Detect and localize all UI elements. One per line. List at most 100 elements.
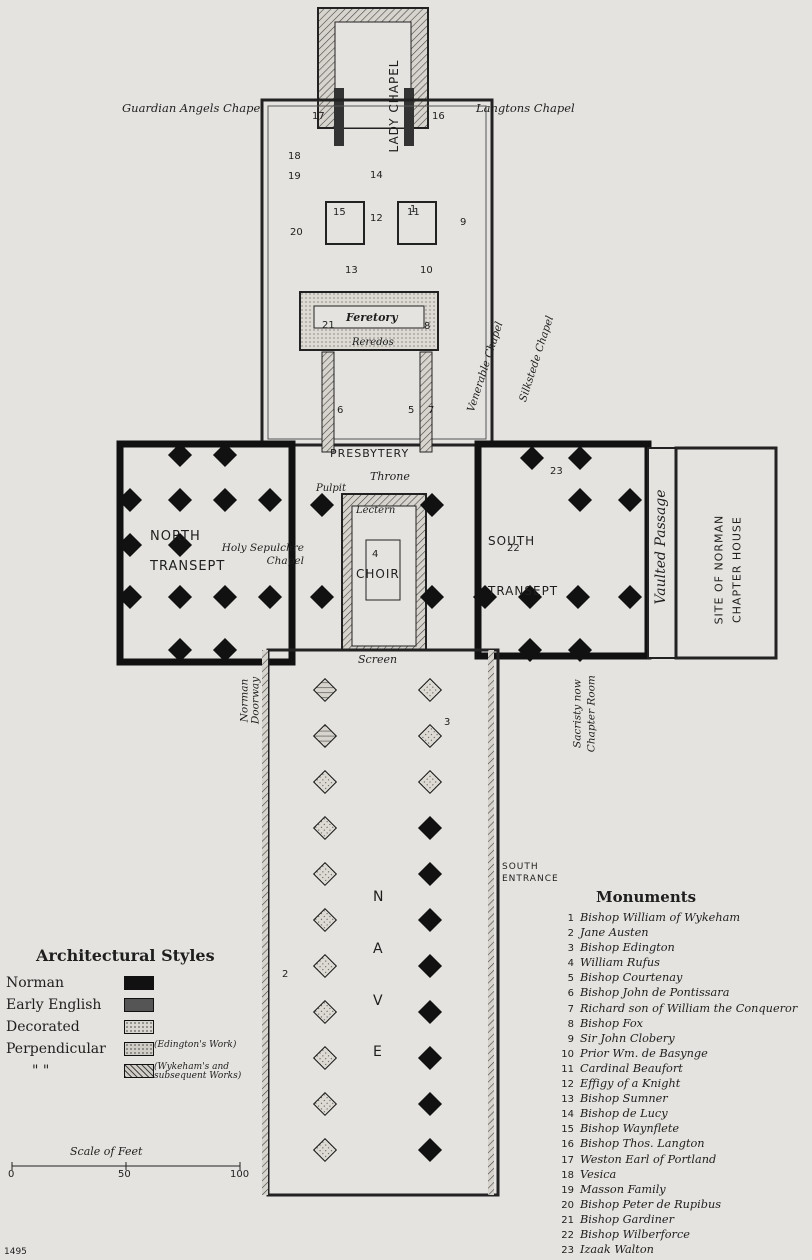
monument-number: 18: [561, 1169, 574, 1181]
pier: [617, 584, 643, 610]
pier: [472, 584, 498, 610]
pier: [419, 584, 445, 610]
legend-style-name: " ": [32, 1063, 50, 1079]
pier: [257, 584, 283, 610]
monument-name: Bishop Waynflete: [580, 1122, 680, 1136]
monument-marker: 1: [410, 204, 417, 215]
norman-doorway-label: Norman Doorway: [238, 676, 262, 725]
monument-marker: 14: [370, 170, 383, 181]
pier: [167, 532, 193, 558]
monument-number: 20: [561, 1199, 574, 1211]
monument-name: Bishop Peter de Rupibus: [580, 1197, 722, 1211]
pier: [417, 815, 443, 841]
monument-marker: 13: [345, 265, 358, 276]
monument-marker: 3: [444, 717, 451, 728]
pier: [212, 584, 238, 610]
pier: [417, 1091, 443, 1117]
monument-marker: 5: [408, 405, 415, 416]
guardian-angels-chapel-label: Guardian Angels Chapel: [122, 101, 264, 115]
monument-marker: 4: [372, 549, 379, 560]
pier: [417, 999, 443, 1025]
monument-number: 9: [567, 1033, 574, 1045]
pier: [517, 637, 543, 663]
monument-name: Izaak Walton: [580, 1243, 654, 1257]
monument-marker: 18: [288, 151, 301, 162]
pier: [117, 532, 143, 558]
pier: [419, 492, 445, 518]
transept-walls: [116, 440, 778, 666]
scale-tick-100: 100: [230, 1169, 250, 1180]
monument-marker: 20: [290, 227, 303, 238]
pier: [312, 723, 338, 749]
legend-swatch: [124, 976, 154, 990]
pier: [312, 907, 338, 933]
monument-number: 5: [567, 973, 574, 985]
pier: [565, 584, 591, 610]
legend-note: (Wykeham's and subsequent Works): [154, 1062, 242, 1082]
pier: [567, 637, 593, 663]
vaulted-passage-label: Vaulted Passage: [653, 489, 669, 605]
monument-number: 15: [561, 1124, 574, 1136]
monument-marker: 21: [322, 320, 335, 331]
legend-row: Early English: [6, 995, 276, 1017]
pier: [167, 442, 193, 468]
langtons-chapel-label: Langtons Chapel: [476, 101, 575, 115]
pier: [567, 445, 593, 471]
monument-name: Bishop Wilberforce: [580, 1227, 690, 1241]
monument-number: 11: [561, 1063, 574, 1075]
monument-number: 19: [561, 1184, 574, 1196]
monument-marker: 6: [337, 405, 344, 416]
legend-row: " " (Wykeham's and subsequent Works): [6, 1061, 276, 1083]
monument-number: 2: [567, 928, 574, 940]
monument-marker: 22: [507, 543, 520, 554]
scale-title: Scale of Feet: [70, 1145, 143, 1158]
sacristy-label: Sacristy now Chapter Room: [571, 675, 597, 753]
monument-marker: 7: [428, 405, 435, 416]
monument-name: Bishop Gardiner: [580, 1212, 674, 1226]
pier: [309, 584, 335, 610]
monument-marker: 9: [460, 217, 467, 228]
monument-marker: 10: [420, 265, 433, 276]
monument-marker: 8: [424, 321, 431, 332]
pier: [212, 442, 238, 468]
legend-row: Perpendicular(Edington's Work): [6, 1039, 276, 1061]
monument-marker: 12: [370, 213, 383, 224]
legend-style-name: Early English: [6, 997, 102, 1013]
presbytery-label: PRESBYTERY: [330, 447, 410, 460]
legend-style-name: Norman: [6, 975, 65, 991]
pier: [309, 492, 335, 518]
monument-name: Bishop de Lucy: [580, 1107, 668, 1121]
monument-item: 15 Bishop Waynflete: [560, 1122, 810, 1137]
reredos-label: Reredos: [352, 337, 394, 348]
pier: [417, 1137, 443, 1163]
pier: [312, 999, 338, 1025]
monument-number: 7: [567, 1003, 574, 1015]
screen-label: Screen: [358, 653, 398, 666]
pier: [312, 861, 338, 887]
monument-item: 20 Bishop Peter de Rupibus: [560, 1198, 810, 1213]
pier: [417, 723, 443, 749]
pier: [517, 584, 543, 610]
legend-swatch: [124, 1020, 154, 1034]
pier: [117, 487, 143, 513]
holy-sepulchre-chapel-label: Holy Sepulchre Chapel: [221, 542, 304, 567]
choir-enclosure: [341, 493, 427, 651]
pier: [312, 1045, 338, 1071]
pier: [617, 487, 643, 513]
monument-name: Sir John Clobery: [580, 1031, 675, 1045]
monument-number: 17: [561, 1154, 574, 1166]
scale-tick-50: 50: [118, 1169, 131, 1180]
legend-swatch: [124, 1042, 154, 1056]
monument-name: Bishop William of Wykeham: [580, 911, 741, 924]
monument-marker: 23: [550, 466, 563, 477]
monument-number: 4: [567, 958, 574, 970]
legend-style-name: Perpendicular: [6, 1041, 106, 1057]
monument-number: 16: [561, 1139, 574, 1151]
pier: [312, 769, 338, 795]
pier: [212, 637, 238, 663]
plate-number: 1495: [4, 1247, 27, 1257]
